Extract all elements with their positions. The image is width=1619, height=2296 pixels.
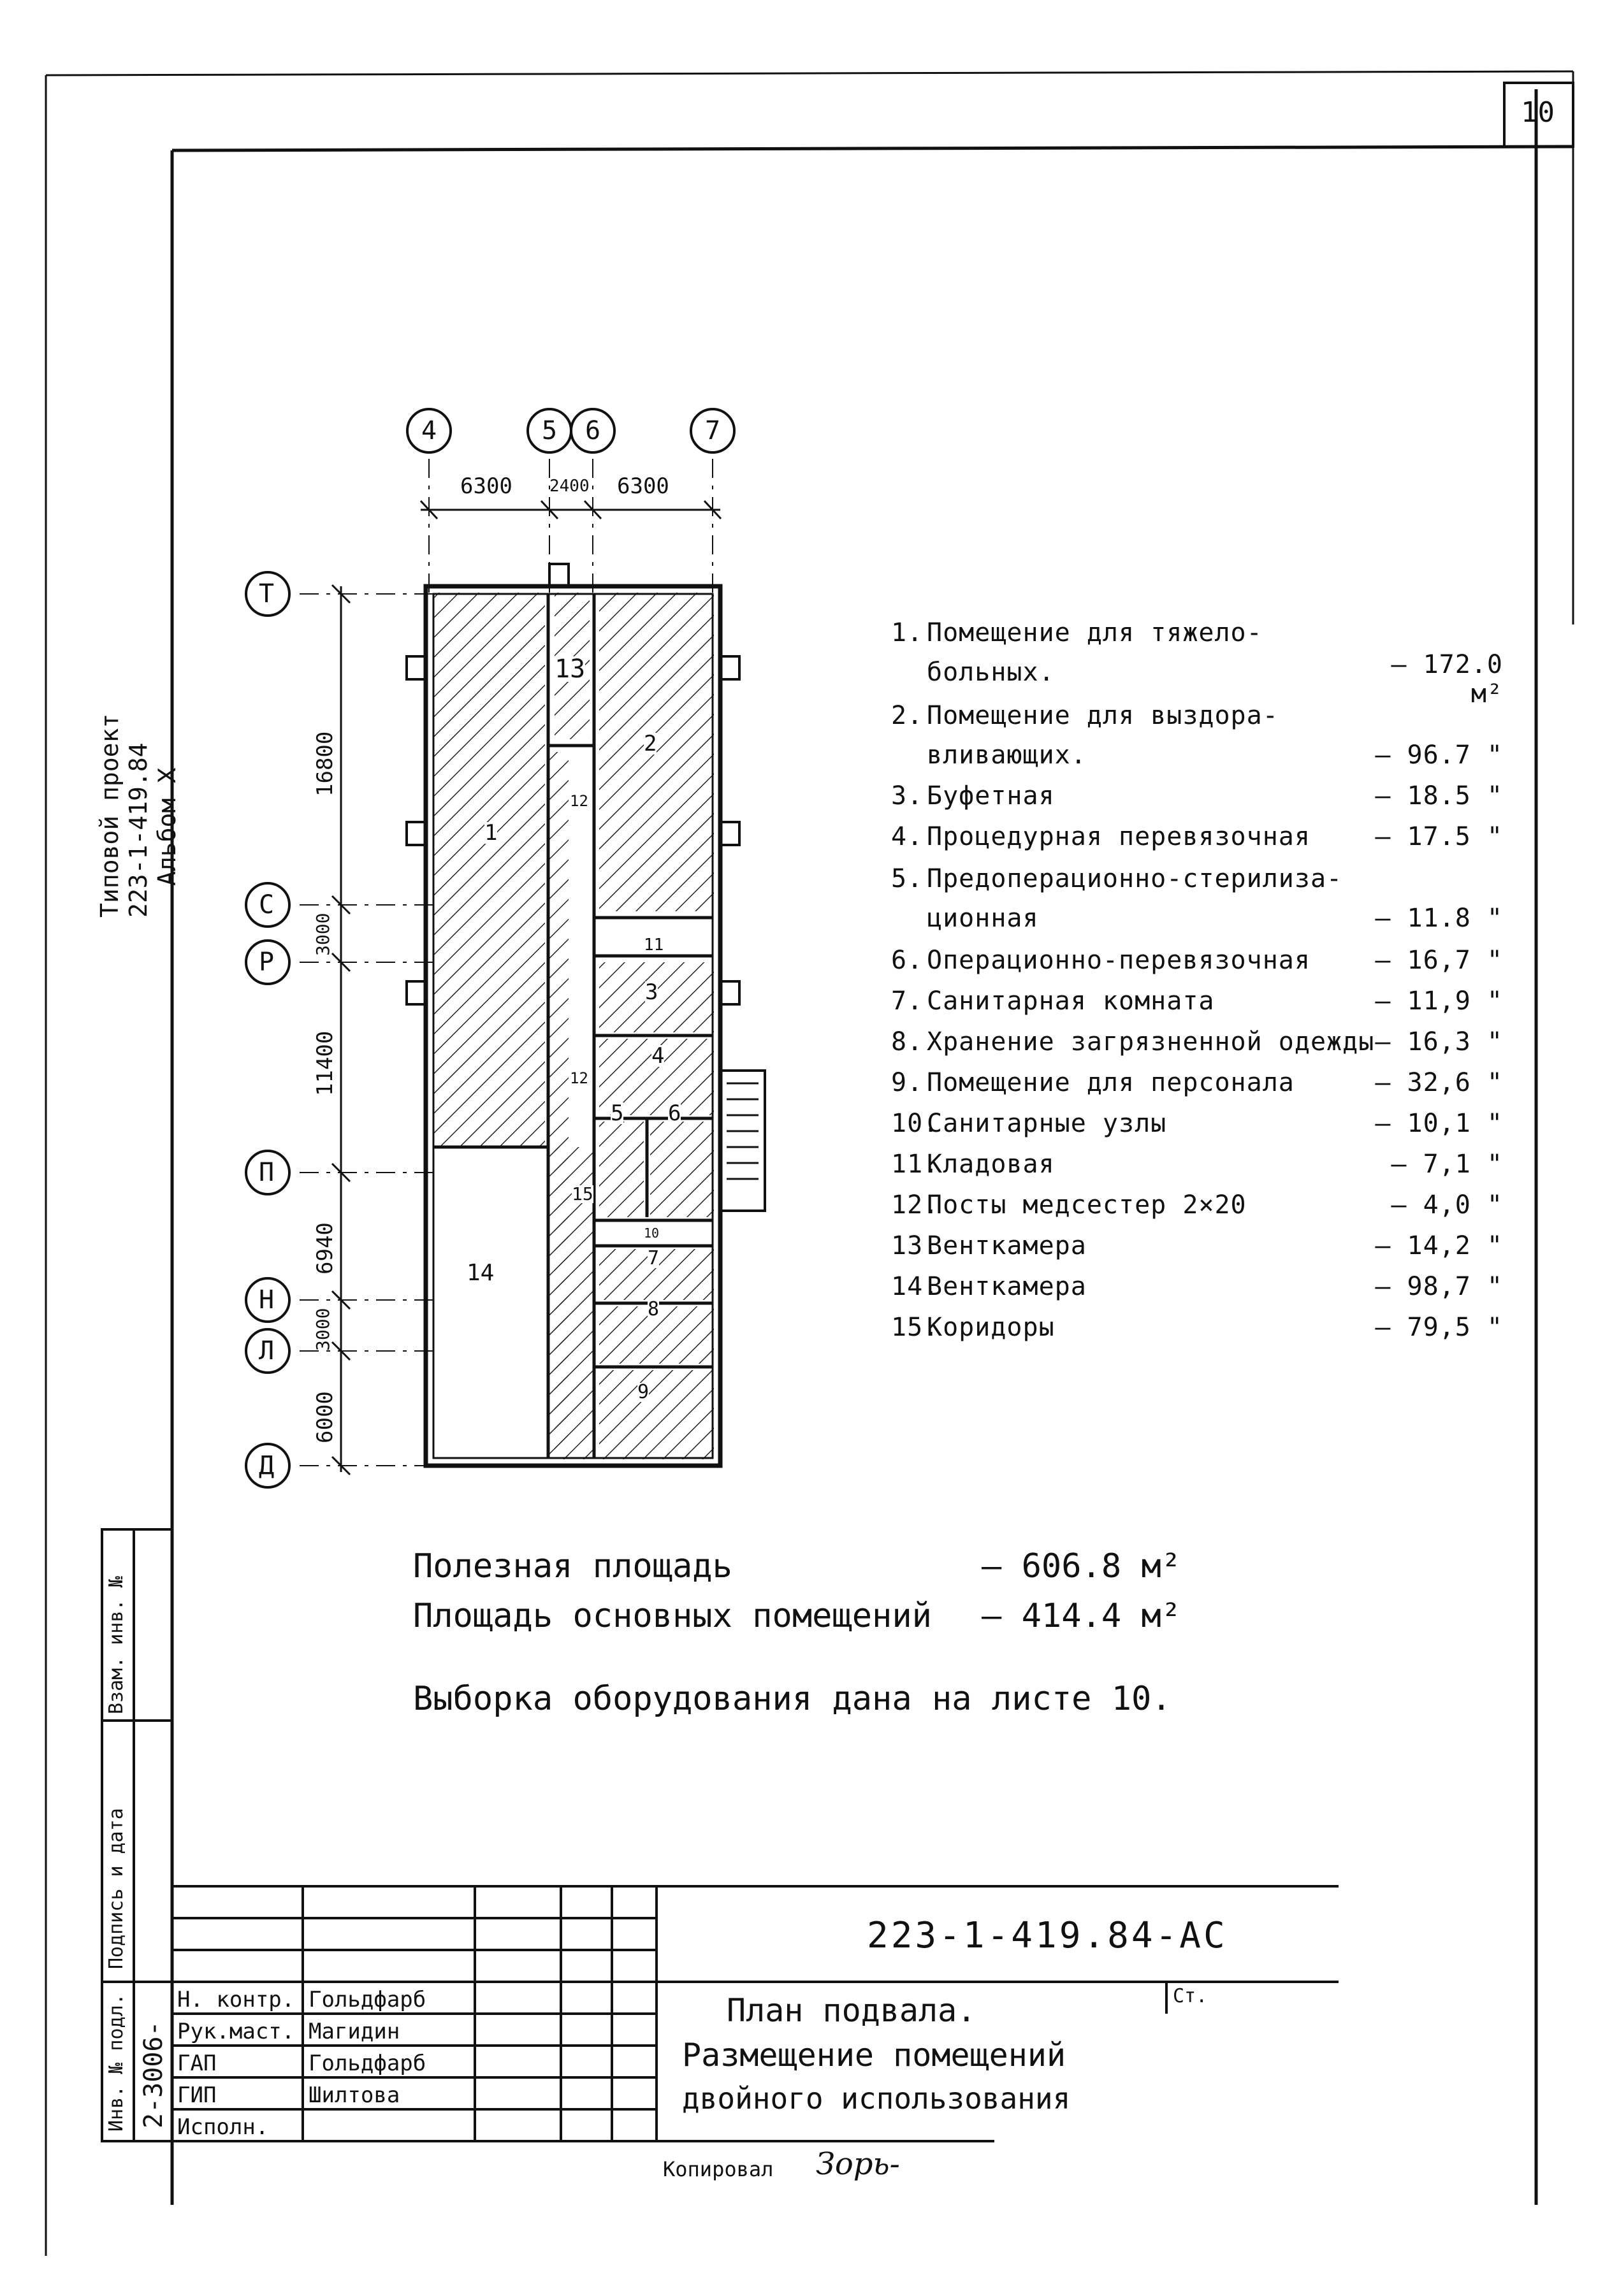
role-gap: ГАП <box>177 2051 217 2076</box>
room-label-10: 10 <box>644 1225 660 1241</box>
name-gap: Гольдфарб <box>309 2051 426 2076</box>
legend-row: 15. Коридоры — 79,5 " <box>891 1313 1503 1342</box>
legend-row: 4. Процедурная перевязочная — 17.5 " <box>891 822 1503 851</box>
room-label-13: 13 <box>555 654 586 684</box>
dim-left-2: 3000 <box>312 913 333 956</box>
room-label-14: 14 <box>467 1260 495 1286</box>
drawing-title-2: Размещение помещений <box>682 2037 1066 2074</box>
sheet-number: 10 <box>1521 96 1555 129</box>
equipment-note: Выборка оборудования дана на листе 10. <box>413 1680 1172 1718</box>
room-label-4: 4 <box>651 1043 665 1069</box>
legend-row: 9. Помещение для персонала — 32,6 " <box>891 1068 1503 1097</box>
title-block-grid <box>101 1528 1339 2142</box>
legend-row: 1. Помещение для тяжело- больных. — 172.… <box>891 618 1503 709</box>
room-label-8: 8 <box>648 1298 660 1320</box>
legend-row: 7. Санитарная комната — 11,9 " <box>891 986 1503 1016</box>
role-gip: ГИП <box>177 2083 217 2108</box>
axis-label-7: 7 <box>705 416 721 445</box>
main-area-label: Площадь основных помещений <box>413 1597 932 1635</box>
legend-row: 6. Операционно-перевязочная — 16,7 " <box>891 946 1503 975</box>
legend-row: 13. Венткамера — 14,2 " <box>891 1231 1503 1260</box>
legend-row: 2. Помещение для выздора- вливающих. — 9… <box>891 701 1503 770</box>
axis-label-6: 6 <box>585 416 601 445</box>
room-label-1: 1 <box>484 820 498 846</box>
axis-label-N: Н <box>259 1285 275 1315</box>
room-label-9: 9 <box>637 1381 650 1403</box>
room-label-12a: 12 <box>570 792 588 810</box>
axis-label-5: 5 <box>542 416 558 445</box>
room-6 <box>650 1122 714 1217</box>
dim-top-2: 2400 <box>549 477 590 496</box>
dim-left-4: 6940 <box>312 1222 338 1274</box>
side-title-line-1: Типовой проект <box>96 713 124 918</box>
room-9 <box>599 1370 714 1459</box>
room-label-15: 15 <box>572 1183 593 1204</box>
drawing-code: 223-1-419.84-АС <box>867 1915 1228 1956</box>
dim-left-5: 3000 <box>312 1308 333 1351</box>
role-ispoln: Исполн. <box>177 2114 269 2140</box>
legend-row: 3. Буфетная — 18.5 " <box>891 781 1503 811</box>
legend-row: 10. Санитарные узлы — 10,1 " <box>891 1109 1503 1138</box>
room-label-6: 6 <box>668 1101 681 1126</box>
room-label-5: 5 <box>611 1101 624 1126</box>
room-label-12b: 12 <box>570 1069 588 1087</box>
dim-left-3: 11400 <box>312 1030 338 1096</box>
axis-label-T: Т <box>259 579 275 609</box>
name-ruk-mast: Магидин <box>309 2019 400 2044</box>
axis-label-D: Д <box>259 1451 275 1480</box>
room-5 <box>599 1122 644 1217</box>
room-label-11: 11 <box>644 935 664 955</box>
axis-label-L: Л <box>259 1336 275 1366</box>
dimension-lines <box>331 500 722 1476</box>
copied-by-signature: Зорь- <box>816 2146 900 2182</box>
room-1 <box>433 593 545 1147</box>
legend-row: 5. Предоперационно-стерилиза- ционная — … <box>891 864 1503 933</box>
name-gip: Шилтова <box>309 2083 400 2108</box>
room-label-2: 2 <box>644 731 657 756</box>
dim-left-1: 16800 <box>312 731 338 797</box>
main-area-value: — 414.4 м² <box>982 1597 1182 1635</box>
dim-top-1: 6300 <box>460 473 512 499</box>
drawing-title-1: План подвала. <box>727 1992 976 2029</box>
side-title-line-3: Альбом Ⅹ <box>153 767 181 886</box>
axis-label-S: С <box>259 890 275 920</box>
role-ruk-mast: Рук.маст. <box>177 2019 295 2044</box>
drawing-title-3: двойного использования <box>682 2081 1071 2116</box>
copied-by-label: Копировал <box>663 2157 774 2181</box>
label-vzam-inv: Взам. инв. № <box>105 1576 127 1714</box>
axis-label-4: 4 <box>421 416 437 445</box>
useful-area-value: — 606.8 м² <box>982 1547 1182 1585</box>
axis-bubbles <box>245 408 736 1489</box>
room-label-7: 7 <box>648 1247 660 1269</box>
legend-row: 8. Хранение загрязненной одежды — 16,3 " <box>891 1027 1503 1057</box>
name-n-kontr: Гольдфарб <box>309 1987 426 2012</box>
side-title-line-2: 223-1-419.84 <box>124 742 152 918</box>
sheet-label: Ст. <box>1173 1985 1208 2007</box>
role-n-kontr: Н. контр. <box>177 1987 295 2012</box>
axis-lines <box>300 459 713 1466</box>
dim-top-3: 6300 <box>617 473 669 499</box>
useful-area-label: Полезная площадь <box>413 1547 732 1585</box>
legend-row: 14. Венткамера — 98,7 " <box>891 1272 1503 1301</box>
dim-left-6: 6000 <box>312 1391 338 1443</box>
room-label-3: 3 <box>645 979 658 1005</box>
axis-label-P: П <box>259 1158 275 1187</box>
legend-row: 12. Посты медсестер 2×20 — 4,0 " <box>891 1190 1503 1220</box>
inv-number: 2-3006- <box>139 2021 168 2128</box>
axis-label-R: Р <box>259 948 275 977</box>
label-inv-podl: Инв. № подл. <box>105 1993 127 2132</box>
building-plan <box>405 563 766 1468</box>
staircase <box>719 1069 766 1212</box>
label-podpis-data: Подпись и дата <box>105 1808 127 1969</box>
legend-row: 11. Кладовая — 7,1 " <box>891 1150 1503 1179</box>
